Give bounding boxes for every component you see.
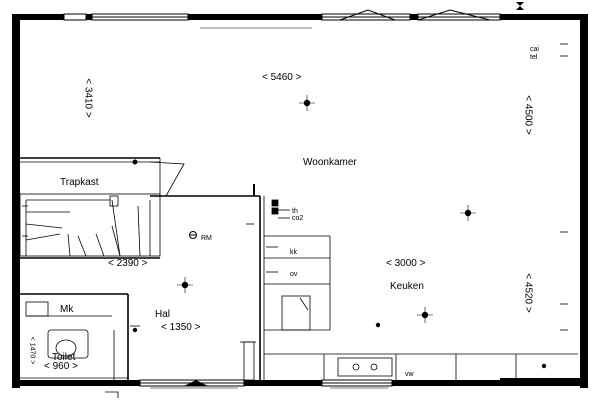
room-label-keuken: Keuken bbox=[390, 281, 424, 292]
room-label-toilet: Toilet bbox=[52, 352, 76, 363]
internal-walls bbox=[20, 196, 265, 381]
ceiling-light-icon bbox=[132, 327, 138, 333]
top-windows bbox=[63, 9, 501, 29]
outer-walls bbox=[12, 14, 588, 388]
dimension-hal-width: < 1350 > bbox=[161, 322, 201, 333]
dimension-right-lower-height: < 4520 > bbox=[522, 273, 534, 313]
label-th: th bbox=[292, 208, 298, 215]
dimension-toilet-height: < 1470 > bbox=[28, 336, 36, 365]
ventilation-grille-icon bbox=[516, 2, 524, 10]
outlet-marks bbox=[22, 43, 568, 331]
ceiling-light-icon bbox=[375, 322, 381, 328]
door-swing-icon bbox=[105, 391, 119, 398]
smoke-detector-icon bbox=[189, 231, 197, 239]
ceiling-light-icon bbox=[541, 363, 547, 369]
ceiling-light-icon bbox=[417, 307, 433, 323]
dimension-keuken-width: < 3000 > bbox=[386, 258, 426, 269]
ceiling-light-icon bbox=[177, 277, 193, 293]
dimension-right-upper-height: < 4500 > bbox=[522, 95, 534, 135]
toilet-fixture bbox=[25, 301, 112, 359]
entrance-arrow-icon bbox=[184, 380, 208, 386]
staircase bbox=[19, 157, 260, 259]
dimension-toilet-width: < 960 > bbox=[44, 361, 78, 372]
dimension-woonkamer-width: < 5460 > bbox=[262, 72, 302, 83]
ceiling-light-icon bbox=[299, 95, 315, 111]
dimension-trap-width: < 2390 > bbox=[108, 258, 148, 269]
ceiling-lights bbox=[132, 95, 547, 369]
room-label-woonkamer: Woonkamer bbox=[303, 157, 357, 168]
label-vw: vw bbox=[405, 371, 414, 378]
kitchen-units bbox=[264, 235, 578, 380]
label-mk: Mk bbox=[60, 304, 74, 315]
ceiling-light-icon bbox=[132, 159, 138, 165]
label-co2: co2 bbox=[292, 215, 304, 222]
label-rm: RM bbox=[201, 235, 212, 242]
room-label-trapkast: Trapkast bbox=[60, 177, 99, 188]
room-label-hal: Hal bbox=[155, 309, 171, 320]
label-tel: tel bbox=[530, 54, 538, 61]
label-ov: ov bbox=[290, 271, 298, 278]
label-cai: cai bbox=[530, 46, 539, 53]
ceiling-light-icon bbox=[460, 205, 476, 221]
label-kk: kk bbox=[290, 249, 297, 256]
dimension-left-height: < 3410 > bbox=[82, 78, 94, 118]
